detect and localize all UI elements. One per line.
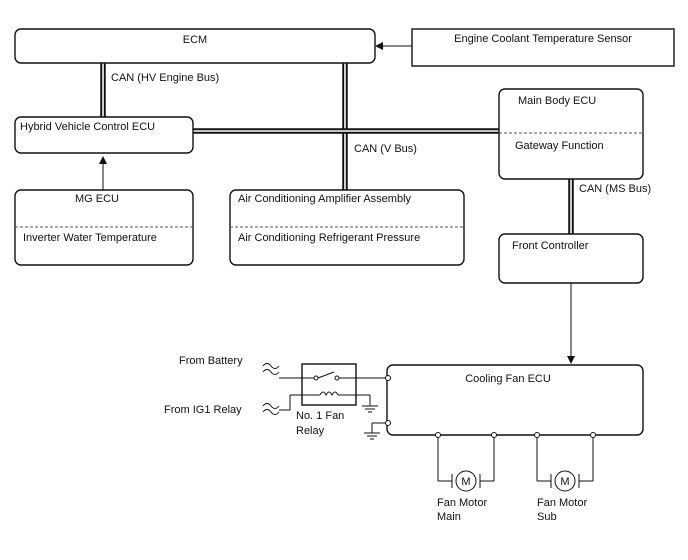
v-bus-label: CAN (V Bus) xyxy=(354,143,417,155)
hybrid-vehicle-control-ecu-label: Hybrid Vehicle Control ECU xyxy=(20,121,155,133)
ecu-ground-symbol xyxy=(364,420,391,440)
cooling-fan-ecu-label: Cooling Fan ECU xyxy=(465,373,551,385)
ms-bus-label: CAN (MS Bus) xyxy=(579,183,651,195)
main-body-ecu-label: Main Body ECU xyxy=(518,95,596,107)
cooling-fan-ecu-box xyxy=(386,364,644,436)
fan-motor-main-circuit xyxy=(435,432,497,488)
fan-motor-main-symbol: M xyxy=(461,476,470,488)
hv-engine-bus-label: CAN (HV Engine Bus) xyxy=(111,72,219,84)
fan-motor-sub-label-line1: Fan Motor xyxy=(537,497,587,509)
engine-coolant-sensor-box xyxy=(411,28,675,67)
mg-ecu-label: MG ECU xyxy=(75,193,119,205)
relay-switch-contact xyxy=(279,371,391,381)
battery-source-symbol xyxy=(262,363,280,375)
from-ig1-relay-label: From IG1 Relay xyxy=(164,404,242,416)
ecm-label: ECM xyxy=(183,34,207,46)
ac-refrigerant-pressure-label: Air Conditioning Refrigerant Pressure xyxy=(238,232,420,244)
from-battery-label: From Battery xyxy=(179,355,243,367)
front-controller-box xyxy=(498,233,644,284)
engine-coolant-sensor-label: Engine Coolant Temperature Sensor xyxy=(454,33,632,45)
no1-fan-relay-label-line2: Relay xyxy=(296,425,325,437)
inverter-water-temperature-label: Inverter Water Temperature xyxy=(23,232,157,244)
main-body-ecu-box xyxy=(498,88,644,180)
relay-coil xyxy=(279,391,371,411)
fan-motor-sub-circuit xyxy=(534,432,596,488)
gateway-function-label: Gateway Function xyxy=(515,140,604,152)
fan-motor-sub-label-line2: Sub xyxy=(537,511,557,523)
ecm-box xyxy=(14,28,376,64)
front-controller-label: Front Controller xyxy=(512,240,589,252)
ac-amplifier-label: Air Conditioning Amplifier Assembly xyxy=(238,193,412,205)
fan-motor-sub-icon xyxy=(554,470,576,492)
hybrid-vehicle-control-ecu-box xyxy=(14,116,194,154)
can-v-bus xyxy=(193,63,500,190)
fan-motor-main-label-line2: Main xyxy=(437,511,461,523)
fan-motor-main-icon xyxy=(455,470,477,492)
ig1-source-symbol xyxy=(262,403,280,415)
no1-fan-relay-box xyxy=(301,363,357,406)
fan-motor-sub-symbol: M xyxy=(560,476,569,488)
relay-ground-symbol xyxy=(362,405,378,413)
no1-fan-relay-label-line1: No. 1 Fan xyxy=(296,410,344,422)
fan-motor-main-label-line1: Fan Motor xyxy=(437,497,487,509)
